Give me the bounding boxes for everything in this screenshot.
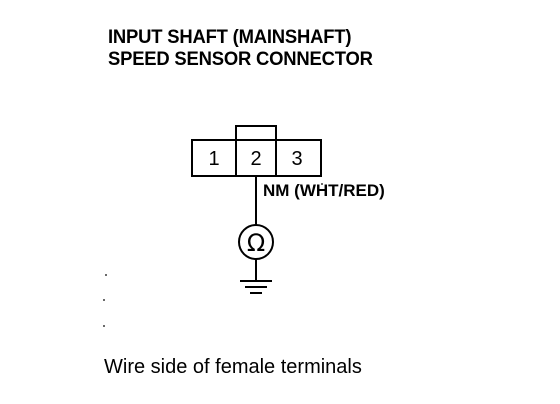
scan-speck bbox=[105, 274, 107, 276]
connector-housing bbox=[191, 139, 322, 177]
ohmmeter-icon: Ω bbox=[238, 224, 274, 260]
pin-3-number: 3 bbox=[291, 148, 302, 170]
diagram-title-line-1: INPUT SHAFT (MAINSHAFT) bbox=[108, 27, 352, 48]
scan-speck bbox=[103, 299, 105, 301]
ohm-symbol: Ω bbox=[247, 229, 265, 257]
ground-icon bbox=[240, 280, 272, 294]
connector: 1 2 3 bbox=[191, 125, 322, 177]
wire-color-label: NM (WHT/RED) bbox=[263, 181, 385, 200]
scan-speck bbox=[321, 183, 323, 185]
diagram-title-line-2: SPEED SENSOR CONNECTOR bbox=[108, 49, 373, 70]
pin-2-number: 2 bbox=[250, 148, 261, 170]
diagram-caption: Wire side of female terminals bbox=[104, 356, 362, 378]
pin-1-number: 1 bbox=[208, 148, 219, 170]
scan-speck bbox=[103, 325, 105, 327]
connector-lock-tab bbox=[235, 125, 277, 141]
